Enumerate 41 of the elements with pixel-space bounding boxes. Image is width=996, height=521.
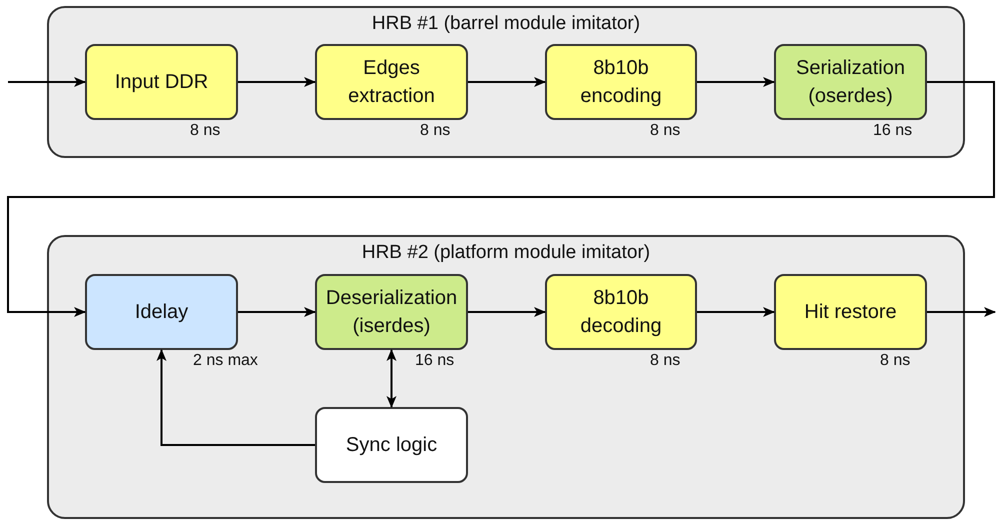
duration-label: 16 ns [873,121,912,141]
arrow [156,349,315,446]
process-box [315,407,468,483]
arrow [386,349,396,408]
box-label: Input DDR [114,70,208,95]
box-label: Idelay [134,300,188,325]
process-box [545,274,697,350]
process-box [774,274,927,350]
module-panel [47,235,965,519]
duration-label: 16 ns [415,351,454,371]
duration-label: 8 ns [650,351,680,371]
duration-label: 8 ns [190,121,220,141]
box-label: Hit restore [804,300,897,325]
arrow [697,77,775,87]
arrow [468,307,546,317]
arrow [238,77,316,87]
process-box [85,274,238,350]
arrow [7,81,995,317]
panel-title: HRB #1 (barrel module imitator) [370,12,642,36]
box-label: Deserialization (iserdes) [324,286,458,339]
arrow [238,307,316,317]
box-label: Serialization (oserdes) [795,56,906,109]
module-panel [47,6,965,158]
box-label: 8b10b encoding [579,56,663,109]
box-label: Sync logic [346,433,438,458]
box-label: Edges extraction [347,56,436,109]
arrow [697,307,775,317]
panel-title: HRB #2 (platform module imitator) [360,241,652,265]
process-box [315,44,468,120]
process-box [315,274,468,350]
duration-label: 8 ns [880,351,910,371]
arrow [8,77,86,87]
duration-label: 2 ns max [193,351,258,371]
duration-label: 8 ns [420,121,450,141]
arrow [468,77,546,87]
duration-label: 8 ns [650,121,680,141]
arrow [927,307,996,317]
process-box [85,44,238,120]
process-box [774,44,927,120]
process-box [545,44,697,120]
box-label: 8b10b decoding [579,286,663,339]
